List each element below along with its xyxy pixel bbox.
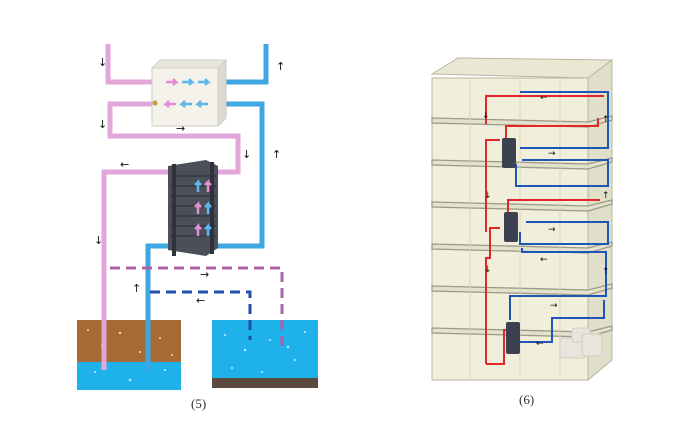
flow-arrow-left-icon: ← <box>540 255 548 265</box>
flow-arrow-up-icon: ↑ <box>132 282 141 295</box>
heat-pump-unit <box>150 58 228 128</box>
floor-heat-exchangers <box>502 138 520 354</box>
figure-5-caption: (5) <box>191 396 207 411</box>
flow-arrow-left-icon: ← <box>536 339 544 349</box>
flow-arrow-left-icon: ← <box>120 158 129 171</box>
flow-arrow-down-icon: ↓ <box>98 56 107 69</box>
flow-arrow-right-icon: → <box>176 122 185 135</box>
flow-arrow-right-icon: → <box>550 301 558 311</box>
flow-arrow-left-icon: ← <box>196 294 205 307</box>
plate-heat-exchanger <box>168 160 218 256</box>
groundwater-layer-left <box>77 362 181 390</box>
flow-arrow-right-icon: → <box>548 225 556 235</box>
warm-dashed-bypass <box>110 266 284 350</box>
water-tank <box>212 320 318 378</box>
building-roof <box>430 57 614 79</box>
flow-arrow-right-icon: → <box>548 149 556 159</box>
floor-slabs <box>431 115 613 338</box>
flow-arrow-left-icon: ← <box>540 93 548 103</box>
flow-arrow-down-icon: ↓ <box>98 118 107 131</box>
soil-layer <box>77 320 181 362</box>
flow-arrow-up-icon: ↑ <box>276 60 285 73</box>
flow-arrow-down-icon: ↓ <box>242 148 251 161</box>
ground-base <box>212 378 318 388</box>
flow-arrow-up-icon: ↑ <box>602 267 610 277</box>
flow-arrow-down-icon: ↓ <box>484 265 492 275</box>
flow-arrow-up-icon: ↑ <box>602 191 610 201</box>
flow-arrow-right-icon: → <box>200 268 209 281</box>
flow-arrow-down-icon: ↓ <box>482 111 490 121</box>
cool-pipe-loop <box>145 44 269 370</box>
red-supply-pipe <box>485 95 604 365</box>
flow-arrow-down-icon: ↓ <box>94 234 103 247</box>
flow-arrow-up-icon: ↑ <box>272 148 281 161</box>
ground-floor-equipment <box>559 327 603 359</box>
blue-return-pipe <box>509 91 609 343</box>
warm-pipe-loop <box>101 44 241 370</box>
flow-arrow-down-icon: ↓ <box>484 191 492 201</box>
flow-arrow-up-icon: ↑ <box>602 115 610 125</box>
figure-6-caption: (6) <box>519 392 535 407</box>
cool-dashed-bypass <box>150 290 252 340</box>
